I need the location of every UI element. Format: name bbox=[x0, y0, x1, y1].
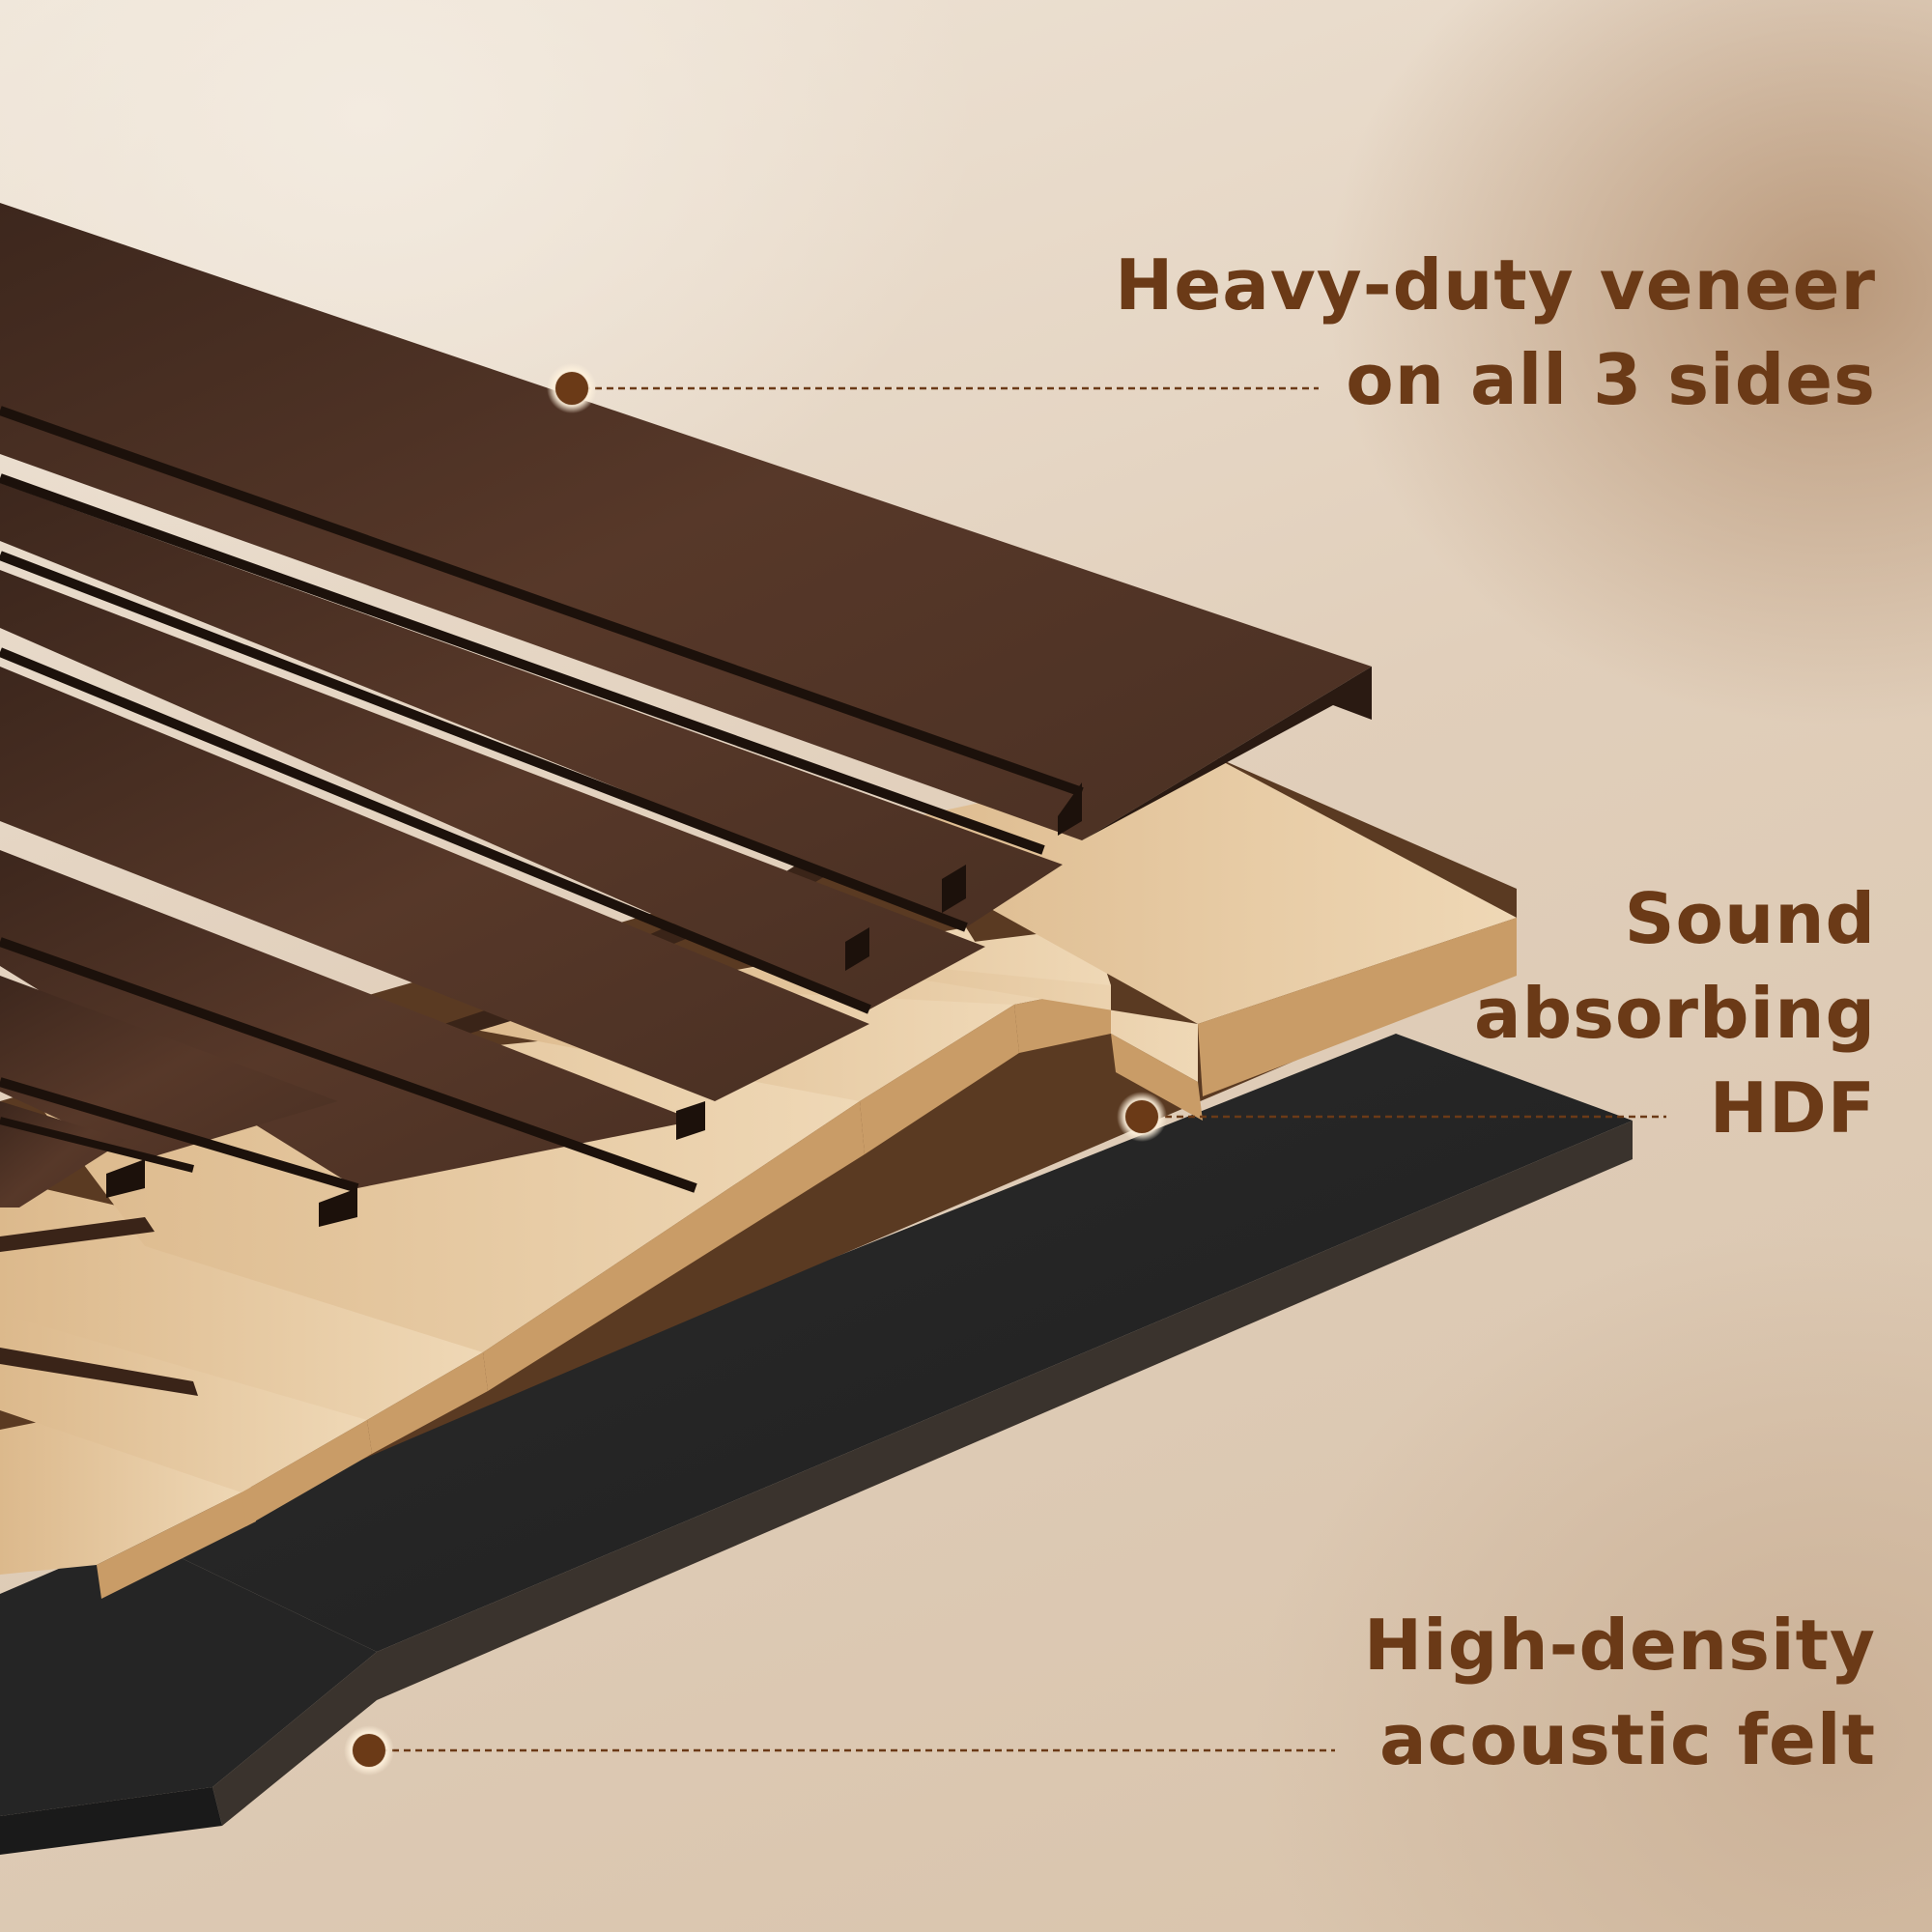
veneer-layer bbox=[0, 203, 1372, 1227]
callout-text: absorbing bbox=[1474, 973, 1876, 1054]
callout-leader-veneer bbox=[547, 363, 1319, 413]
callout-text: on all 3 sides bbox=[1346, 339, 1876, 420]
callout-text: High-density bbox=[1363, 1605, 1876, 1686]
hdf-layer bbox=[0, 753, 1517, 1599]
callout-label-hdf: Sound absorbing HDF bbox=[1474, 871, 1876, 1155]
callout-text: HDF bbox=[1709, 1067, 1876, 1149]
felt-layer bbox=[0, 1034, 1633, 1855]
callout-dot-icon bbox=[1125, 1100, 1158, 1133]
callout-dot-icon bbox=[353, 1734, 385, 1767]
callout-text: acoustic felt bbox=[1379, 1699, 1876, 1780]
callout-text: Heavy-duty veneer bbox=[1115, 244, 1876, 326]
callout-text: Sound bbox=[1624, 878, 1876, 959]
callout-leader-felt bbox=[344, 1725, 1335, 1776]
callout-dot-icon bbox=[555, 372, 588, 405]
callout-leader-hdf bbox=[1117, 1092, 1666, 1142]
callout-label-veneer: Heavy-duty veneer on all 3 sides bbox=[1115, 238, 1876, 427]
callout-label-felt: High-density acoustic felt bbox=[1364, 1598, 1876, 1787]
